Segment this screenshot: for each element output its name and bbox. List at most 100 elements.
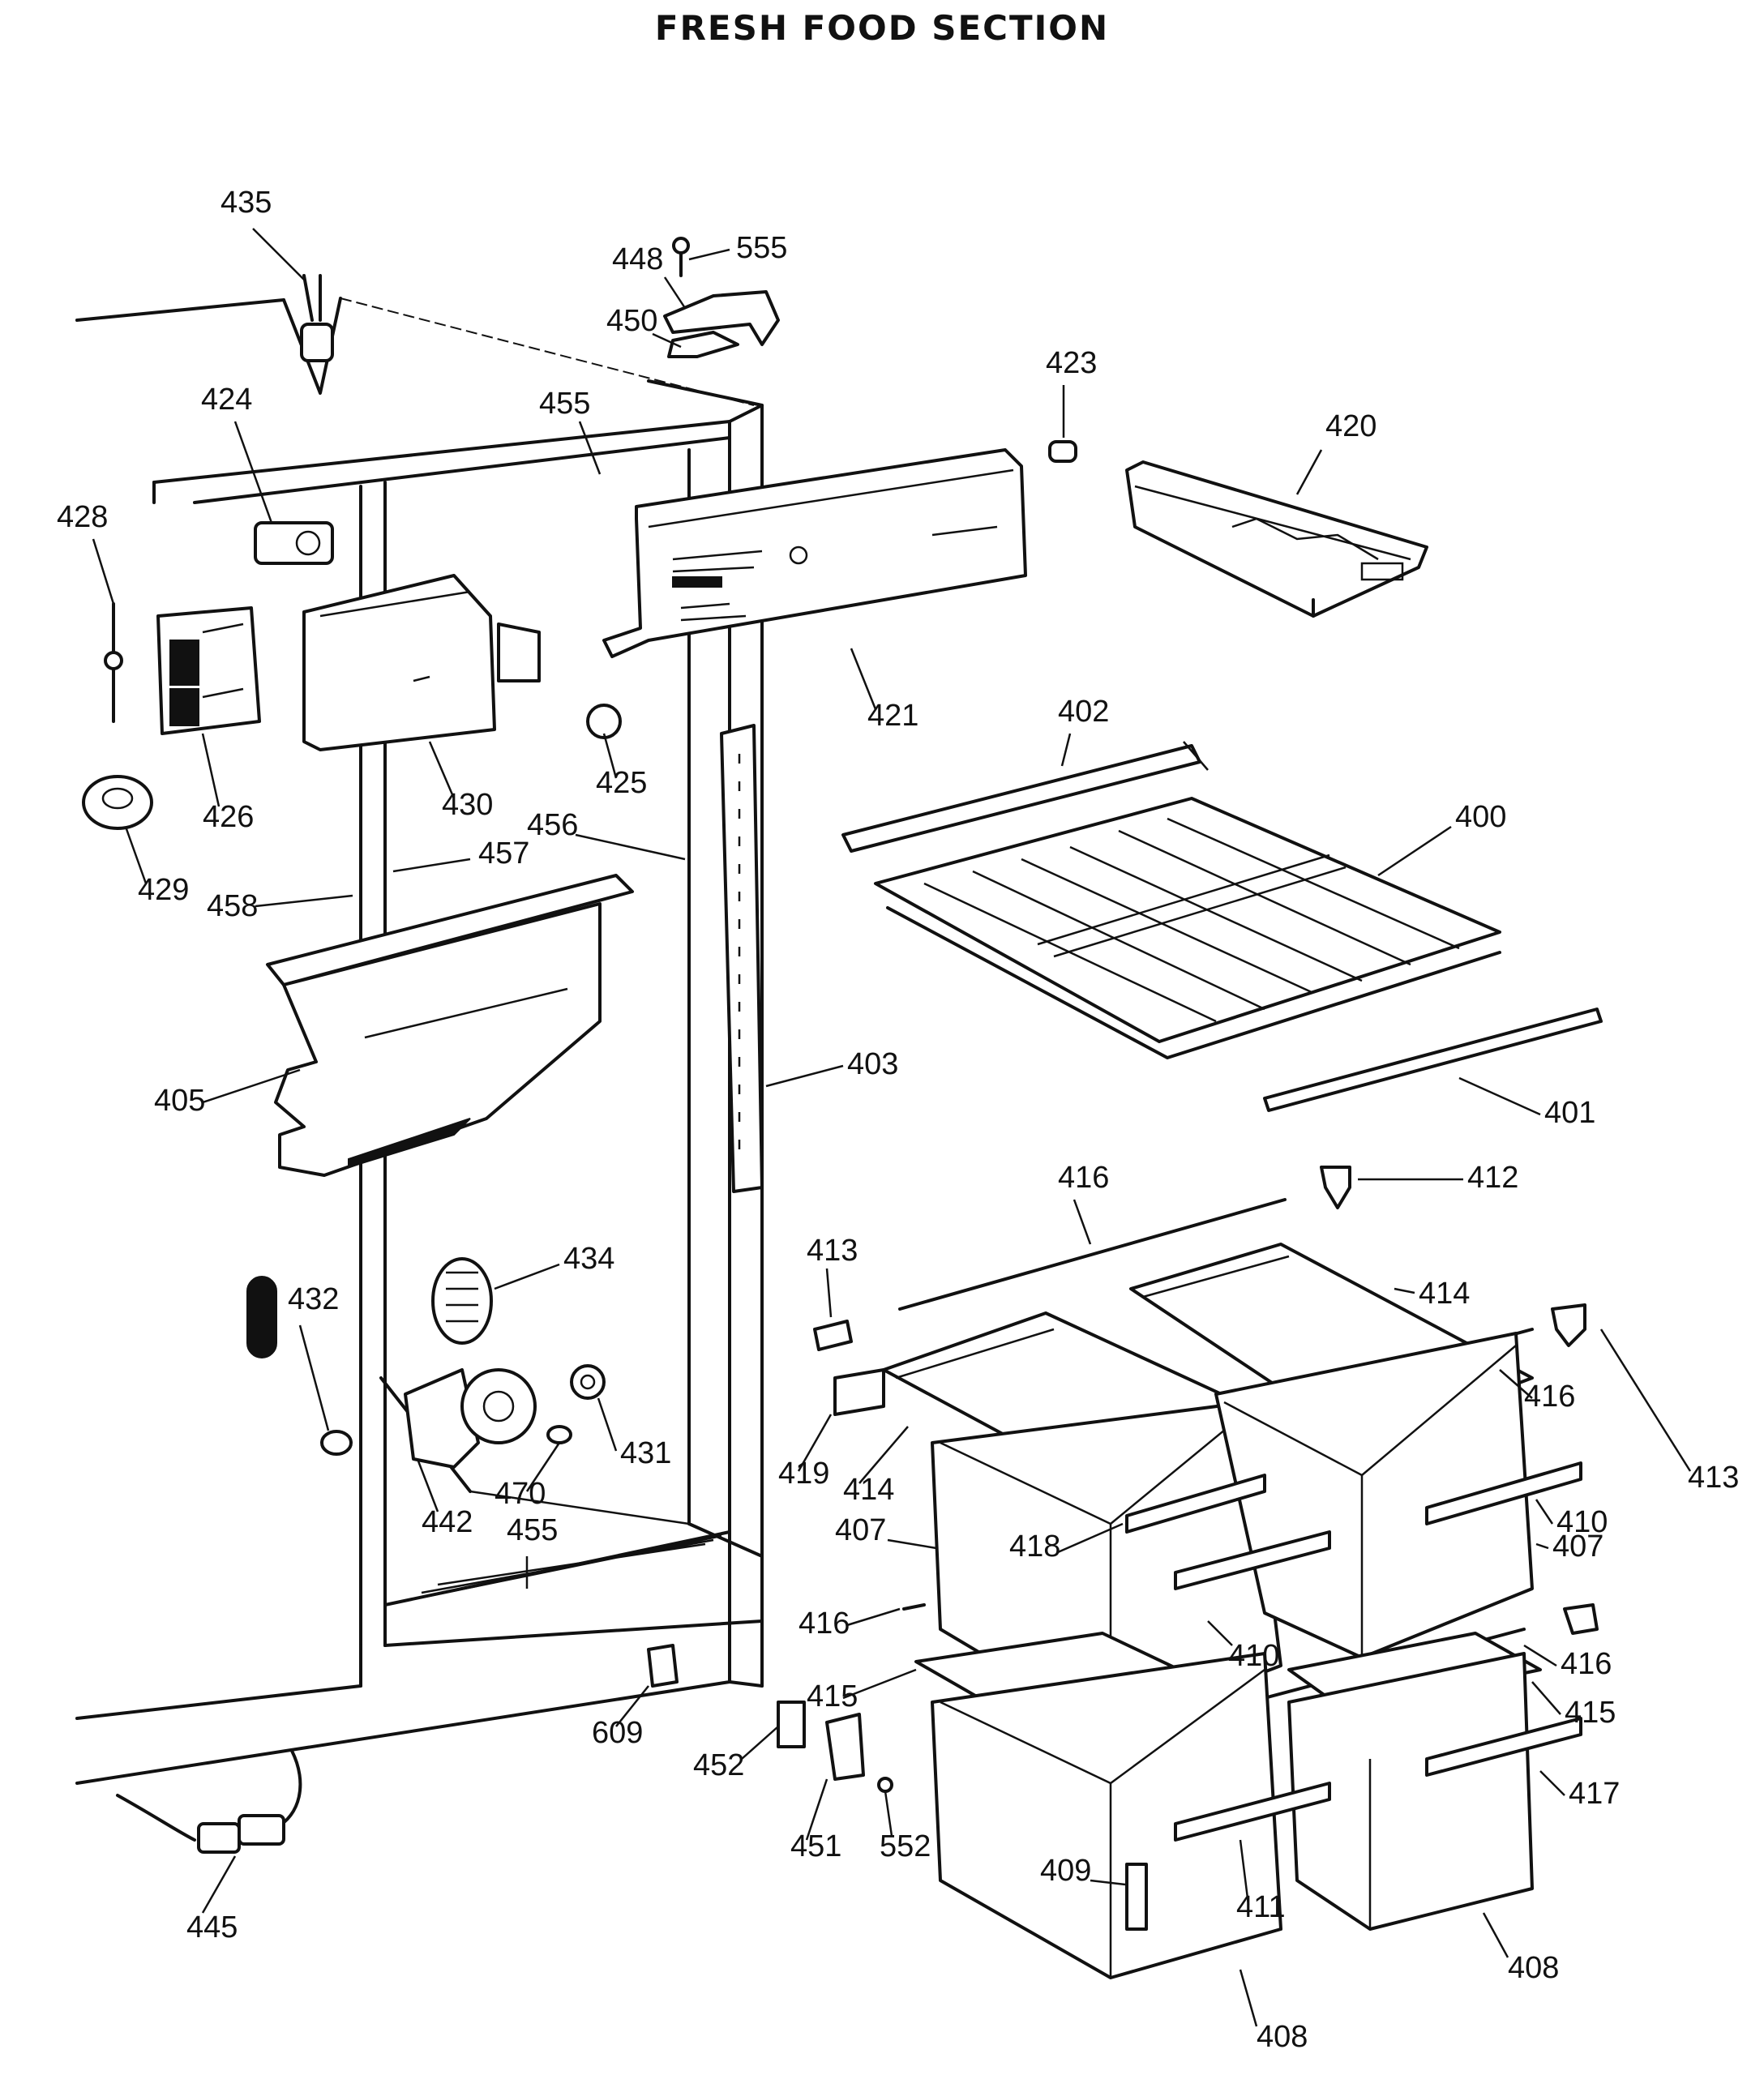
part-number-label: 415 [1565, 1696, 1616, 1730]
crisper-407-right [1214, 1332, 1534, 1659]
part-number-label: 425 [596, 766, 647, 800]
bracket-426 [156, 606, 261, 735]
part-number-label: 409 [1040, 1854, 1091, 1888]
button-425 [586, 704, 622, 739]
leader-line [1535, 1499, 1554, 1525]
part-number-label: 418 [1009, 1530, 1060, 1564]
rod-416-top [898, 1198, 1287, 1311]
rail-419 [833, 1368, 885, 1416]
handle-417 [1425, 1717, 1582, 1777]
part-number-label: 401 [1544, 1096, 1595, 1130]
part-number-label: 403 [847, 1047, 898, 1081]
shelf-trim-402 [841, 741, 1209, 853]
part-number-label: 458 [207, 889, 258, 923]
part-number-label: 408 [1257, 2020, 1308, 2054]
part-number-label: 455 [539, 387, 590, 421]
diagram-title: FRESH FOOD SECTION [654, 8, 1110, 48]
part-number-label: 609 [592, 1716, 643, 1750]
leader-line [1539, 1770, 1565, 1796]
leader-line [858, 1426, 909, 1484]
part-number-label: 432 [288, 1282, 339, 1316]
leader-line [1535, 1542, 1549, 1550]
hinge-451 [825, 1713, 865, 1781]
part-number-label: 455 [507, 1513, 558, 1547]
part-number-label: 416 [1058, 1161, 1109, 1195]
part-number-label: 452 [693, 1748, 744, 1782]
part-number-label: 416 [799, 1607, 850, 1641]
leader-line [850, 648, 877, 710]
part-number-label: 419 [778, 1457, 829, 1491]
harness-445 [116, 1749, 302, 1854]
damper-442 [404, 1368, 537, 1469]
leader-line [1523, 1644, 1557, 1667]
part-number-label: 410 [1556, 1505, 1608, 1539]
part-number-label: 416 [1524, 1380, 1575, 1414]
meat-keeper-405 [266, 874, 634, 1177]
clip-413-right-bottom [1563, 1603, 1599, 1635]
leader-line [597, 1397, 618, 1452]
leader-line [1499, 1369, 1533, 1399]
part-number-label: 555 [736, 231, 787, 265]
part-number-label: 415 [807, 1679, 858, 1713]
control-cover-430 [302, 574, 541, 751]
part-number-label: 470 [495, 1477, 546, 1511]
part-number-label: 402 [1058, 695, 1109, 729]
part-number-label: 426 [203, 800, 254, 834]
leader-line [602, 733, 618, 779]
part-number-label: 450 [606, 304, 657, 338]
part-number-label: 413 [807, 1234, 858, 1268]
leader-line [575, 833, 686, 861]
part-number-label: 412 [1467, 1161, 1518, 1195]
light-shield-434 [431, 1257, 493, 1345]
part-number-label: 417 [1569, 1777, 1620, 1811]
leader-line [92, 538, 115, 605]
light-socket-435 [282, 274, 342, 395]
part-number-label: 435 [220, 186, 272, 220]
leader-line [1458, 1076, 1541, 1116]
leader-line [688, 248, 730, 261]
leader-line [1377, 825, 1452, 877]
handle-418 [1125, 1474, 1266, 1534]
leader-line [392, 858, 471, 873]
leader-line [615, 1685, 649, 1727]
part-number-label: 408 [1508, 1951, 1559, 1985]
leader-line [1394, 1287, 1415, 1294]
part-number-label: 407 [835, 1513, 886, 1547]
part-number-label: 434 [563, 1242, 614, 1276]
part-number-label: 414 [1419, 1277, 1470, 1311]
leader-line [1060, 733, 1072, 767]
leader-line [1239, 1839, 1250, 1906]
leader-line [428, 741, 456, 799]
leader-line [255, 894, 353, 908]
leader-line [1295, 449, 1323, 495]
leader-line [1207, 1620, 1233, 1646]
leader-line [525, 1442, 561, 1492]
part-number-label: 411 [1236, 1890, 1286, 1924]
top-hinge-448 [663, 237, 780, 358]
clip-412 [1320, 1166, 1351, 1209]
leader-line [298, 1324, 330, 1431]
part-number-label: 429 [138, 873, 189, 907]
part-number-label: 413 [1688, 1461, 1739, 1495]
handle-411 [1174, 1782, 1331, 1842]
knob-431 [570, 1364, 606, 1400]
part-number-label: 552 [880, 1829, 931, 1863]
part-number-label: 431 [620, 1436, 671, 1470]
rod-416-lower-left [902, 1603, 926, 1611]
leader-line [825, 1268, 833, 1318]
part-number-label: 405 [154, 1084, 205, 1118]
handle-410-left [1174, 1530, 1331, 1590]
leader-line [887, 1538, 937, 1550]
control-housing-421 [602, 448, 1027, 658]
part-number-label: 428 [57, 500, 108, 534]
leader-line [797, 1414, 833, 1472]
leader-line [124, 826, 148, 884]
leader-line [1057, 1522, 1124, 1554]
thermostat-424 [254, 521, 334, 565]
part-number-label: 423 [1046, 346, 1097, 380]
part-number-label: 421 [867, 699, 918, 733]
leader-line [1239, 1969, 1258, 2027]
leader-line [1482, 1912, 1509, 1958]
leader-line [663, 276, 687, 309]
